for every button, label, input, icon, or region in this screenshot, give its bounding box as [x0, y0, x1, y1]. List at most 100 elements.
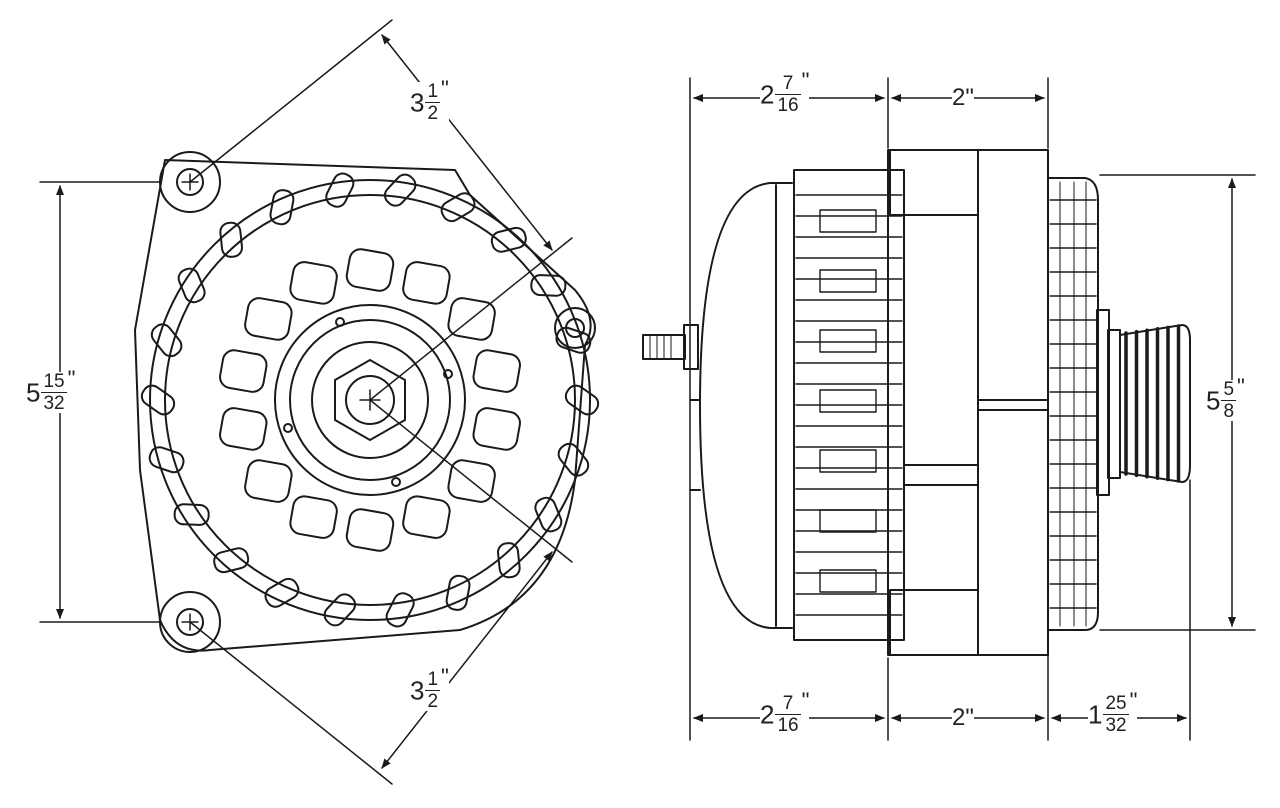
- rear-fin-slot: [819, 509, 877, 533]
- inner-vent-slot: [289, 495, 338, 539]
- outer-vent-slot: [219, 221, 243, 258]
- numerator: 1: [425, 669, 441, 691]
- side-main-body: [887, 149, 1049, 656]
- outer-vent-slot: [555, 326, 592, 354]
- whole-number: 5: [1206, 385, 1221, 416]
- numerator: 25: [1103, 693, 1129, 715]
- rear-fin-slot: [819, 569, 877, 593]
- inner-vent-slot: [289, 261, 338, 305]
- denominator: 8: [1223, 401, 1235, 422]
- outer-vent-slot: [440, 192, 476, 223]
- front-shaft: [345, 375, 395, 425]
- outer-vent-slot: [264, 577, 300, 608]
- inch-mark: ": [67, 366, 76, 391]
- inch-mark: ": [1129, 688, 1138, 713]
- side-view: [642, 149, 1191, 656]
- outer-vent-slot: [213, 547, 250, 574]
- inner-vent-slot: [345, 248, 395, 292]
- inner-vent-slot: [244, 297, 293, 341]
- side-stud-nut: [683, 324, 699, 370]
- inner-vent-slot: [472, 349, 521, 393]
- side-front-fin-block: [1047, 177, 1099, 631]
- denominator: 2: [427, 103, 439, 124]
- side-rear-cover: [699, 182, 793, 629]
- denominator: 32: [43, 393, 65, 414]
- pulley-body: [1119, 324, 1191, 483]
- side-rear-fins: [795, 194, 903, 616]
- denominator: 2: [427, 691, 439, 712]
- numerator: 5: [1221, 379, 1237, 401]
- inner-vent-slot: [447, 459, 496, 503]
- outer-vent-slot: [530, 274, 567, 297]
- outer-vent-slot: [445, 574, 471, 611]
- front-hub-mid: [289, 319, 451, 481]
- rear-fin-slot: [819, 389, 877, 413]
- side-dimension-lines: [689, 77, 1256, 741]
- front-bottom-span-dim-line: [381, 551, 553, 769]
- front-mount-hole-bottom: [176, 608, 204, 636]
- side-pulley-grooves: [1119, 324, 1191, 483]
- rear-fin-slot: [819, 329, 877, 353]
- denominator: 16: [777, 95, 799, 116]
- front-housing-outline: [134, 159, 592, 652]
- front-hub-bolt-1: [335, 317, 345, 327]
- inch-mark: ": [801, 68, 810, 93]
- inner-vent-slot: [402, 495, 451, 539]
- inch-mark: ": [801, 688, 810, 713]
- inner-vent-slot: [402, 261, 451, 305]
- numerator: 15: [41, 371, 67, 393]
- denominator: 16: [777, 715, 799, 736]
- numerator: 7: [775, 74, 801, 95]
- front-inner-vents: [219, 248, 521, 552]
- inch-mark: ": [1237, 374, 1245, 399]
- outer-vent-slot: [557, 442, 590, 477]
- numerator: 1: [425, 81, 441, 103]
- front-inner-ring: [164, 194, 576, 606]
- rear-fin-slot: [819, 449, 877, 473]
- inner-vent-slot: [472, 407, 521, 451]
- whole-number: 1: [1088, 699, 1103, 730]
- whole-number: 2: [760, 699, 775, 730]
- front-hub-bolt-4: [283, 423, 293, 433]
- front-shaft-nut: [334, 359, 406, 441]
- front-hub-inner: [311, 341, 429, 459]
- outer-vent-slot: [564, 384, 600, 416]
- whole-number: 3: [410, 675, 425, 706]
- inner-vent-slot: [219, 407, 268, 451]
- outer-vent-slot: [323, 593, 357, 627]
- outer-vent-slot: [383, 173, 417, 207]
- whole-number: 5: [26, 377, 41, 408]
- outer-vent-slot: [497, 542, 521, 579]
- inch-mark: ": [441, 76, 449, 101]
- outer-vent-slot: [269, 189, 295, 226]
- outer-vent-slot: [385, 592, 415, 628]
- side-body-bottom-label: 2": [952, 704, 974, 731]
- inner-vent-slot: [244, 459, 293, 503]
- rear-fin-slot: [819, 269, 877, 293]
- front-adjust-ear: [554, 307, 596, 349]
- front-hub-bolt-2: [443, 369, 453, 379]
- outer-vent-slot: [534, 496, 563, 533]
- rear-fin-slot: [819, 209, 877, 233]
- whole-number: 2: [760, 79, 775, 110]
- side-front-fins: [1049, 181, 1097, 627]
- front-hub-bolt-3: [391, 477, 401, 487]
- denominator: 32: [1105, 715, 1127, 736]
- front-hub-outer: [274, 304, 466, 496]
- inner-vent-slot: [345, 508, 395, 552]
- inch-mark: ": [441, 664, 449, 689]
